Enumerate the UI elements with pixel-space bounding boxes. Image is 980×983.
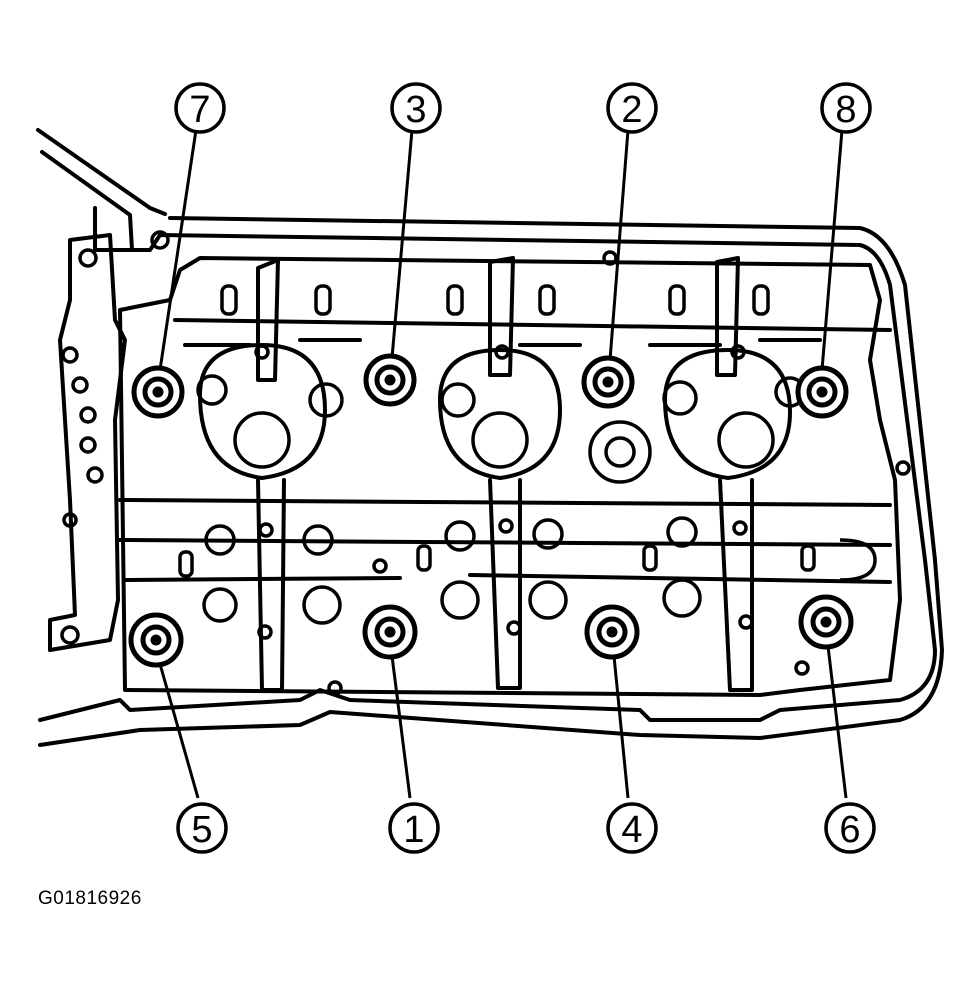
leader-7 — [158, 129, 198, 371]
leader-1 — [390, 655, 412, 799]
bolt-2 — [581, 355, 635, 409]
leader-5 — [158, 663, 200, 799]
bolt-5 — [128, 612, 184, 668]
figure-id: G01816926 — [38, 888, 142, 909]
callout-3: 3 — [405, 89, 426, 131]
bolt-6 — [798, 594, 854, 650]
bolt-7 — [131, 365, 185, 419]
leader-3 — [390, 129, 414, 359]
leader-6 — [826, 645, 848, 799]
callout-6: 6 — [839, 809, 860, 851]
leader-2 — [608, 129, 630, 361]
callout-7: 7 — [189, 89, 210, 131]
bolt-3 — [363, 353, 417, 407]
bolt-8 — [795, 365, 849, 419]
callout-2: 2 — [621, 89, 642, 131]
callout-1: 1 — [403, 809, 424, 851]
leader-8 — [820, 129, 844, 371]
bolt-4 — [584, 604, 640, 660]
callout-4: 4 — [621, 809, 642, 851]
callout-8: 8 — [835, 89, 856, 131]
bolt-1 — [362, 604, 418, 660]
leader-4 — [612, 655, 630, 799]
callout-5: 5 — [191, 809, 212, 851]
